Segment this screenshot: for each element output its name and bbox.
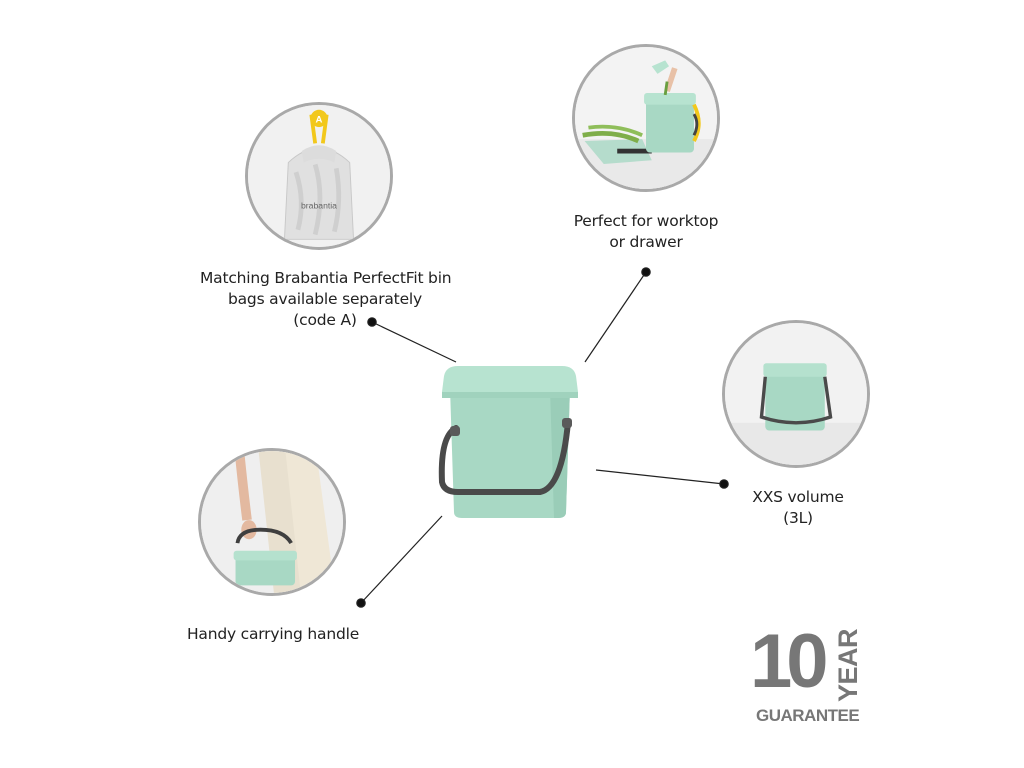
worktop-callout-line-2: or drawer — [609, 233, 683, 251]
guarantee-year: YEAR — [833, 628, 863, 702]
bags-connector-dot — [367, 317, 377, 327]
volume-callout-line-1: XXS volume — [752, 488, 844, 506]
volume-connector-dot — [719, 479, 729, 489]
volume-photo — [722, 320, 870, 468]
volume-callout-line-2: (3L) — [783, 509, 813, 527]
compost-bin-product-image — [430, 360, 590, 530]
worktop-callout-line-1: Perfect for worktop — [573, 212, 719, 230]
worktop-connector-dot — [641, 267, 651, 277]
handle-connector-dot — [356, 598, 366, 608]
handle-callout-text: Handy carrying handle — [178, 624, 368, 645]
bags-connector — [371, 321, 457, 363]
guarantee-number: 10 — [750, 619, 829, 704]
bin-bag-photo: A brabantia — [245, 102, 393, 250]
handle-callout-line-1: Handy carrying handle — [186, 625, 360, 643]
bag-code-letter: A — [316, 114, 323, 125]
carrying-handle-photo — [198, 448, 346, 596]
volume-connector — [595, 469, 725, 485]
worktop-photo — [572, 44, 720, 192]
bags-callout-line-2: bags available separately — [228, 290, 422, 308]
bags-callout-line-1: Matching Brabantia PerfectFit bin — [200, 269, 452, 287]
bags-callout-line-3: (code A) — [293, 311, 357, 329]
worktop-connector — [584, 271, 647, 363]
handle-connector — [360, 515, 443, 604]
bags-callout-text: Matching Brabantia PerfectFit bin bags a… — [200, 268, 452, 331]
worktop-callout-text: Perfect for worktop or drawer — [566, 211, 726, 253]
volume-callout-text: XXS volume (3L) — [738, 487, 858, 529]
brand-print: brabantia — [301, 201, 337, 211]
guarantee-label: GUARANTEE — [756, 706, 860, 725]
ten-year-guarantee-badge: 10 YEAR GUARANTEE — [750, 620, 863, 730]
